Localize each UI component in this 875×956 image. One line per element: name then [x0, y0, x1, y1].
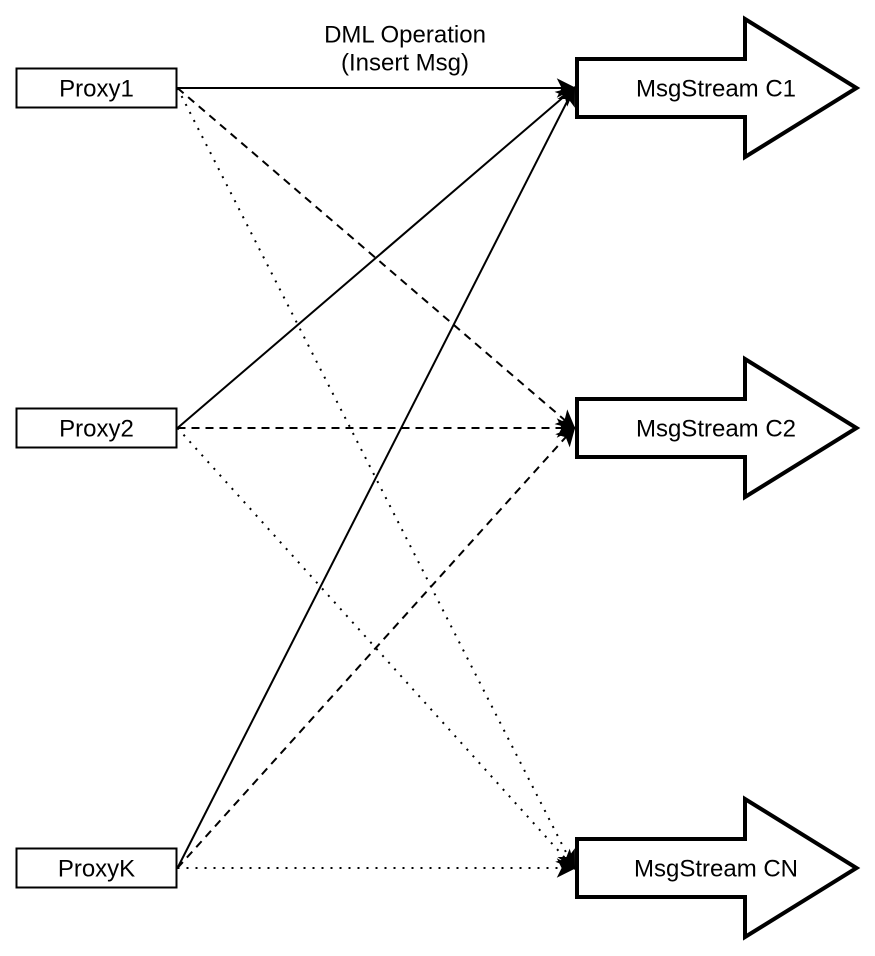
- c2-label: MsgStream C2: [636, 416, 796, 443]
- stream-node-c2: MsgStream C2: [575, 355, 861, 501]
- edge-proxy2-to-c1-solid: [176, 86, 576, 429]
- c1-label: MsgStream C1: [636, 76, 796, 103]
- c1-block-arrow: [575, 15, 861, 161]
- c2-block-arrow: [575, 355, 861, 501]
- proxyK-box: [15, 847, 178, 889]
- edge-proxy1-to-cn-dotted: [176, 87, 576, 870]
- proxy1-label: Proxy1: [59, 76, 134, 103]
- cn-label: MsgStream CN: [634, 856, 798, 883]
- edge-proxyK-to-c2-dashed: [176, 426, 576, 869]
- proxy2-box: [15, 407, 178, 449]
- proxy-node-proxy1: Proxy1: [15, 67, 178, 109]
- cn-block-arrow: [575, 795, 861, 941]
- stream-node-c1: MsgStream C1: [575, 15, 861, 161]
- proxyK-label: ProxyK: [58, 856, 135, 883]
- edge-proxyK-to-c1-solid: [176, 86, 576, 869]
- proxy-node-proxy2: Proxy2: [15, 407, 178, 449]
- dml-operation-label-line-2: (Insert Msg): [341, 50, 469, 77]
- dml-operation-label-line-1: DML Operation: [324, 22, 486, 49]
- dml-operation-label: DML Operation(Insert Msg): [324, 22, 486, 77]
- proxy-node-proxyK: ProxyK: [15, 847, 178, 889]
- stream-node-cn: MsgStream CN: [575, 795, 861, 941]
- edge-proxy1-to-c2-dashed: [176, 87, 576, 430]
- edges-layer: [176, 78, 577, 878]
- proxy2-label: Proxy2: [59, 416, 134, 443]
- proxy1-box: [15, 67, 178, 109]
